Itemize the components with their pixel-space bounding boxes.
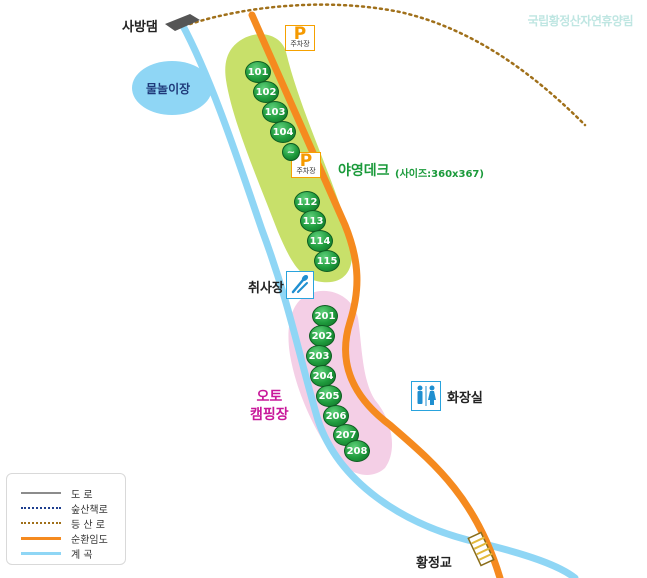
legend-item-forest-walk: 숲산책로 [17, 501, 122, 516]
legend-label: 등 산 로 [71, 520, 105, 531]
campsite-marker[interactable]: 205 [316, 385, 342, 407]
campsite-marker[interactable]: 113 [300, 210, 326, 232]
campsite-marker: ~ [282, 143, 300, 161]
campsite-marker[interactable]: 208 [344, 440, 370, 462]
forest-road [248, 11, 504, 578]
campsite-marker[interactable]: 102 [253, 81, 279, 103]
map-legend: 도 로 숲산책로 등 산 로 순환임도 계 곡 [6, 473, 126, 565]
legend-item-stream: 계 곡 [17, 546, 122, 561]
parking-text: 주차장 [290, 40, 310, 48]
legend-swatch [21, 507, 61, 509]
campsite-marker[interactable]: 203 [306, 345, 332, 367]
legend-swatch [21, 522, 61, 524]
legend-item-hiking-trail: 등 산 로 [17, 516, 122, 531]
hiking-trail [188, 3, 587, 127]
parking-icon: P 주차장 [285, 24, 315, 51]
toilet-icon [411, 381, 441, 411]
cooking-icon [286, 271, 314, 299]
forest-name: 국립황정산자연휴양림 [527, 14, 634, 28]
legend-swatch [21, 552, 61, 555]
legend-label: 도 로 [71, 490, 93, 501]
toilet-label: 화장실 [447, 391, 483, 406]
campsite-marker[interactable]: 201 [312, 305, 338, 327]
parking-letter: P [293, 24, 307, 44]
bridge-label: 황정교 [416, 556, 452, 571]
campsite-marker[interactable]: 101 [245, 61, 271, 83]
legend-label: 순환임도 [71, 535, 108, 546]
auto-camping-label: 오토 캠핑장 [250, 388, 289, 424]
dam-icon [165, 14, 200, 31]
campsite-marker[interactable]: 114 [307, 230, 333, 252]
campsite-marker[interactable]: 204 [310, 365, 336, 387]
legend-label: 계 곡 [71, 550, 93, 561]
legend-item-road: 도 로 [17, 486, 122, 501]
auto-camping-line2: 캠핑장 [250, 407, 289, 423]
bridge-icon [467, 531, 495, 567]
dam-label: 사방댐 [122, 20, 158, 35]
legend-swatch [21, 492, 61, 494]
campsite-marker[interactable]: 202 [309, 325, 335, 347]
campsite-marker[interactable]: 104 [270, 121, 296, 143]
legend-swatch [21, 537, 61, 540]
cooking-label: 취사장 [248, 281, 284, 296]
pool-label: 물놀이장 [146, 82, 191, 96]
legend-item-forest-road: 순환임도 [17, 531, 122, 546]
parking-text: 주차장 [296, 167, 316, 175]
campsite-marker[interactable]: 103 [262, 101, 288, 123]
parking-letter: P [299, 151, 313, 171]
campsite-marker[interactable]: 115 [314, 250, 340, 272]
auto-camping-line1: 오토 [256, 389, 283, 405]
pool [132, 61, 212, 115]
deck-size: (사이즈:360x367) [395, 169, 484, 180]
deck-title: 야영데크 [338, 163, 390, 179]
legend-label: 숲산책로 [71, 505, 108, 516]
stream [178, 20, 579, 578]
